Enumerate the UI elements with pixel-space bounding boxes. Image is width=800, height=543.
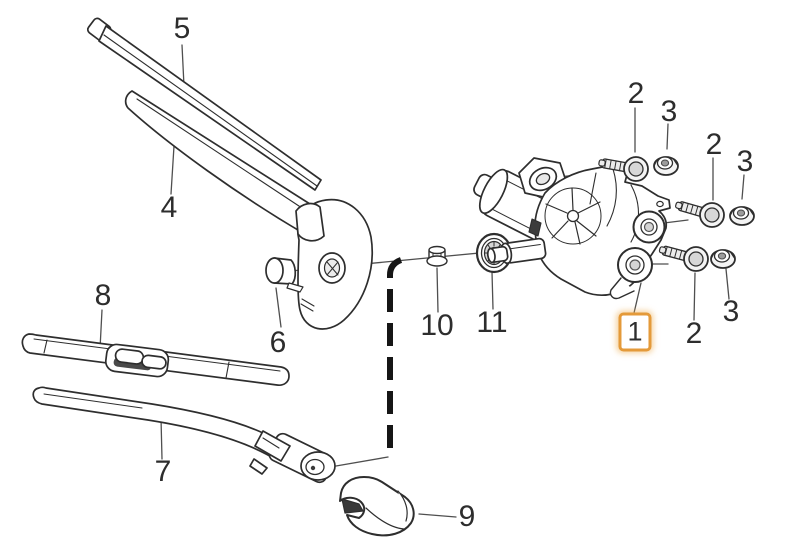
- part-3-nut-drawing: [653, 156, 679, 176]
- part-5-wiper-rubber-drawing: [86, 17, 322, 191]
- dashed-fold-line: [387, 257, 403, 454]
- part-2-screw-drawing: [598, 156, 649, 182]
- part-4-wiper-arm-drawing: [124, 90, 373, 330]
- part-label-3b[interactable]: 3: [736, 145, 754, 178]
- part-label-8[interactable]: 8: [94, 279, 112, 312]
- part-label-2a[interactable]: 2: [627, 77, 645, 110]
- part-label-1-selected[interactable]: 1: [618, 312, 652, 352]
- part-label-9[interactable]: 9: [458, 500, 476, 533]
- part-3-nut-drawing: [729, 206, 755, 226]
- part-label-7[interactable]: 7: [154, 455, 172, 488]
- part-7-wiper-arm-drawing: [32, 386, 336, 484]
- part-label-5[interactable]: 5: [173, 12, 191, 45]
- part-label-2c[interactable]: 2: [685, 317, 703, 350]
- part-8-wiper-blade-drawing: [21, 333, 290, 386]
- part-2-screw-drawing: [658, 245, 709, 272]
- part-label-6[interactable]: 6: [269, 326, 287, 359]
- part-label-4[interactable]: 4: [160, 191, 178, 224]
- part-9-cover-cap-drawing: [339, 476, 415, 537]
- part-2-screw-drawing: [674, 201, 725, 228]
- leader-lines: [99, 44, 745, 518]
- part-label-2b[interactable]: 2: [705, 128, 723, 161]
- part-6-pivot-cap-drawing: [265, 257, 304, 293]
- part-label-10[interactable]: 10: [420, 309, 454, 342]
- part-3-nut-drawing: [710, 249, 736, 269]
- part-label-11[interactable]: 11: [476, 306, 508, 339]
- part-1-wiper-motor-drawing: [473, 157, 671, 300]
- part-label-3a[interactable]: 3: [660, 95, 678, 128]
- part-label-3c[interactable]: 3: [722, 295, 740, 328]
- part-10-spindle-nut-drawing: [426, 245, 448, 267]
